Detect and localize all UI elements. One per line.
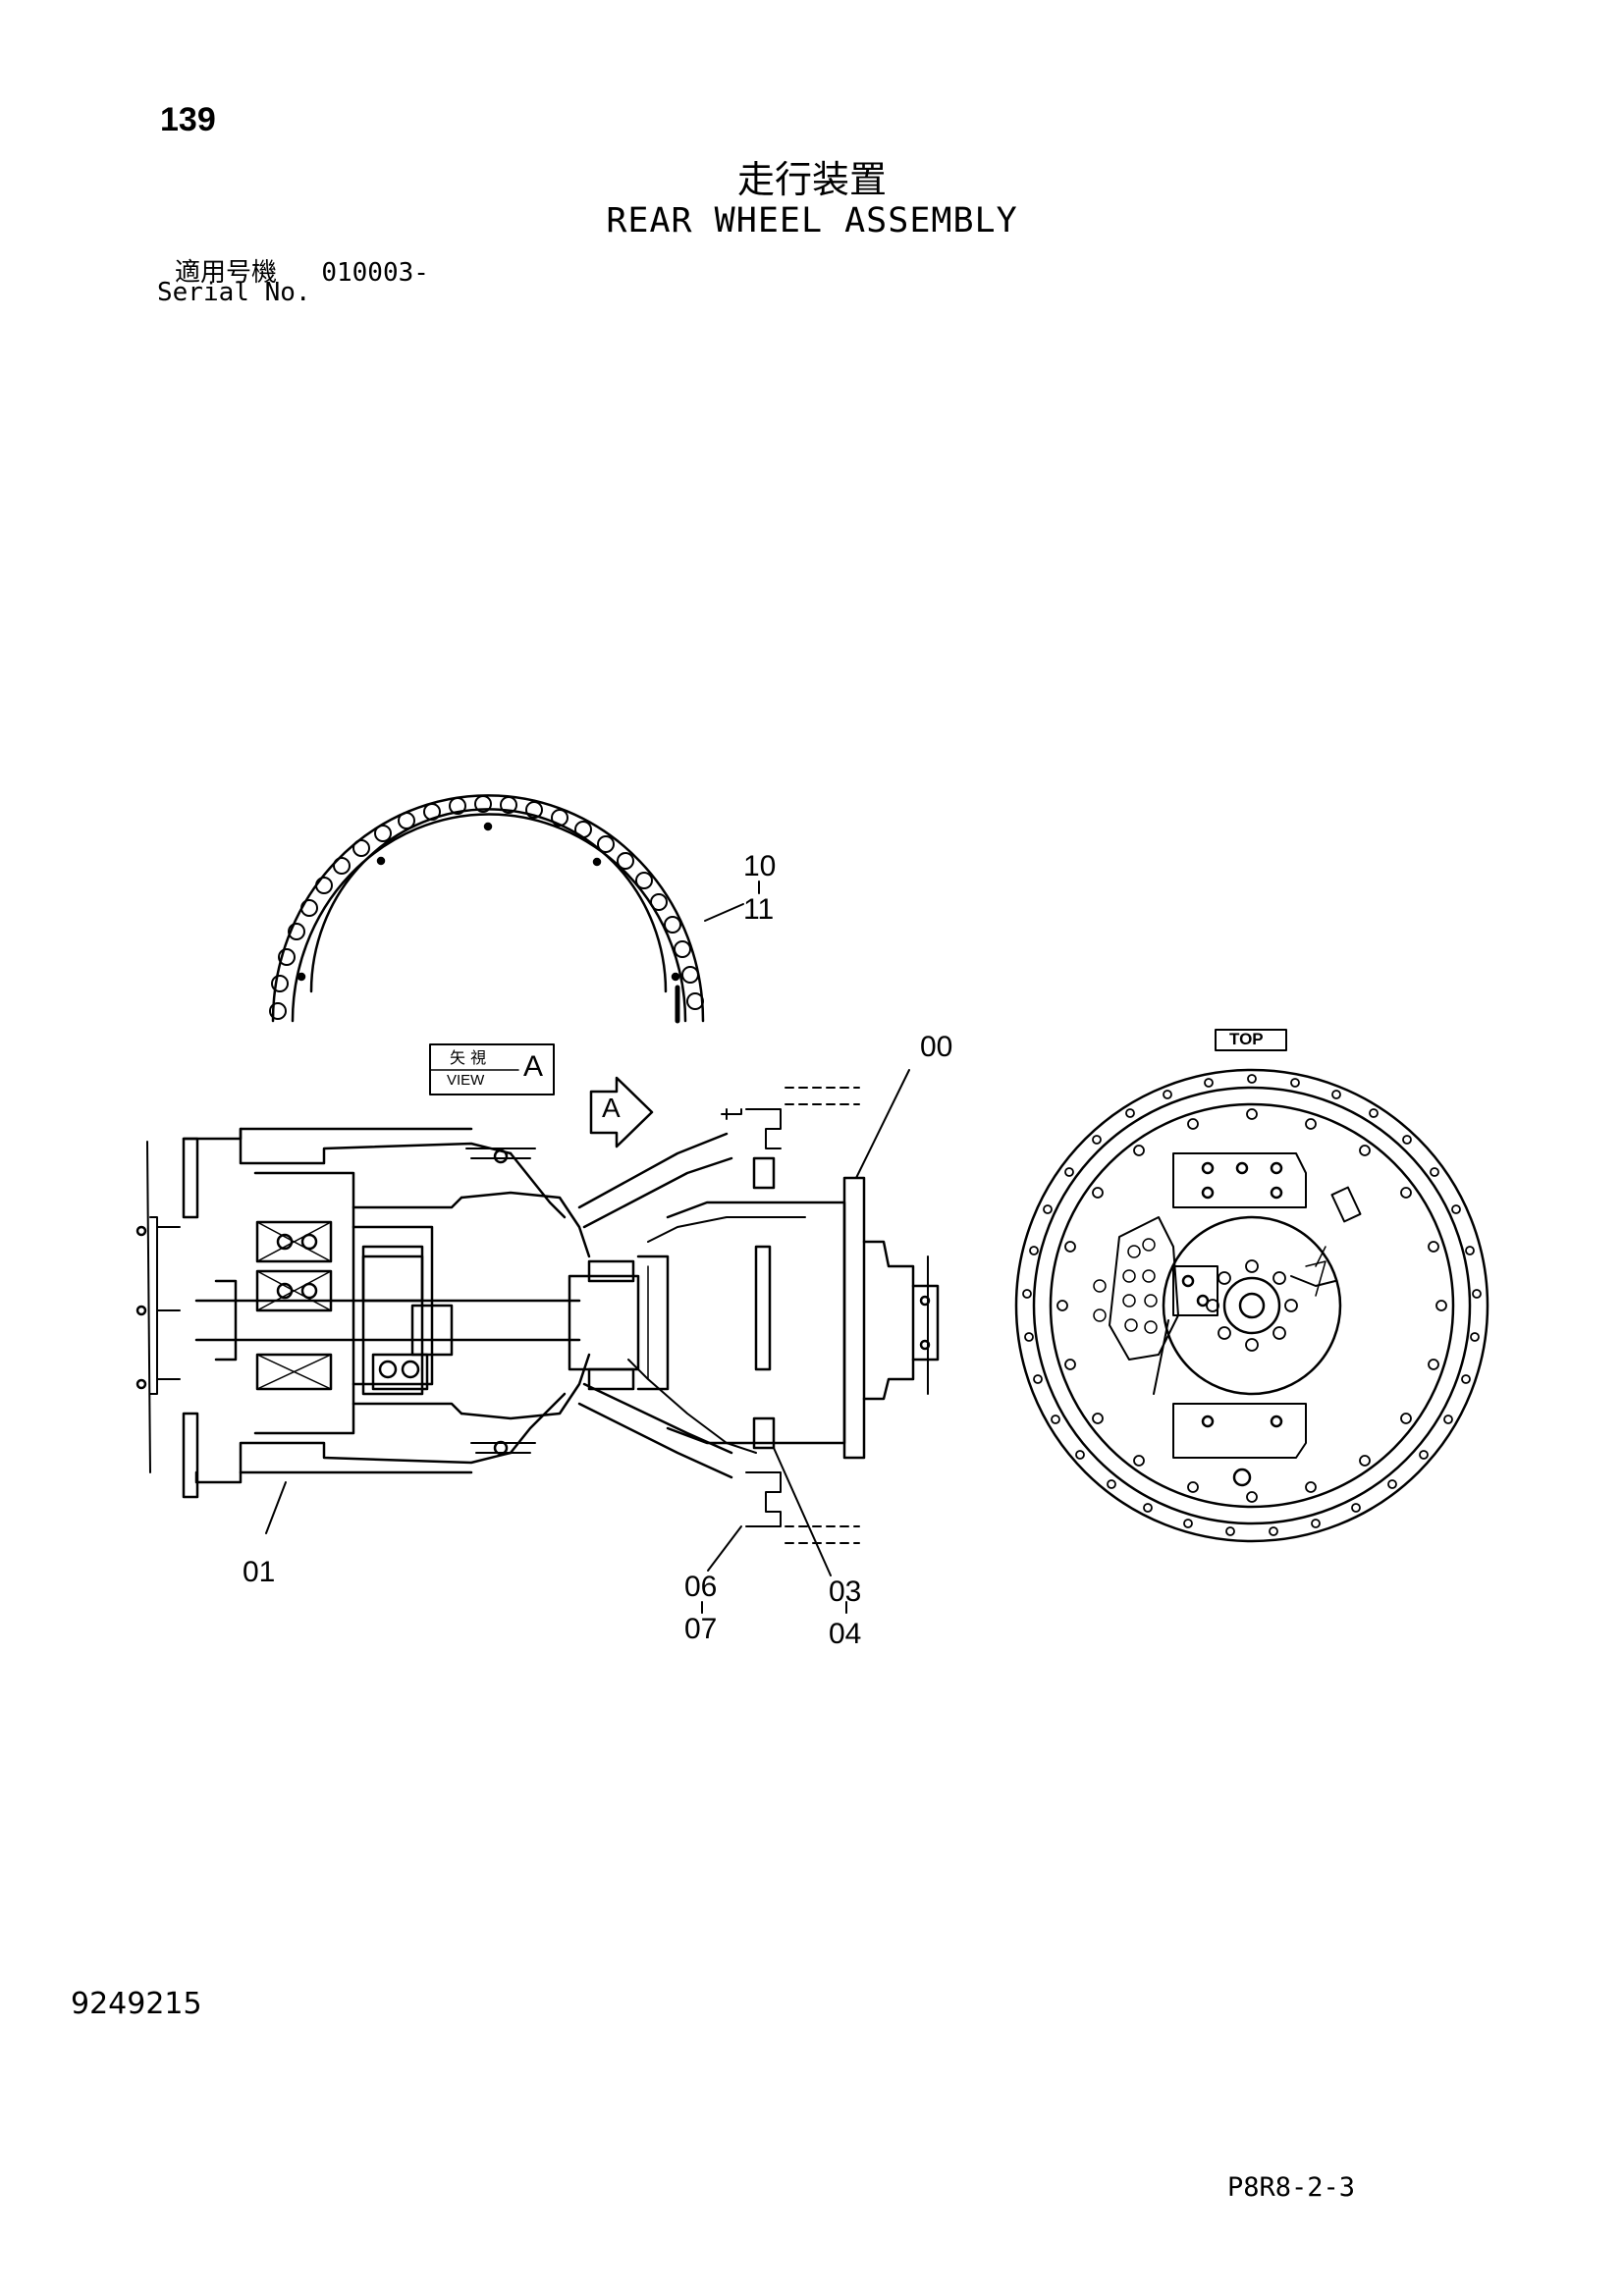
view-box-english: VIEW (447, 1072, 485, 1089)
callout-03: 03 (829, 1575, 862, 1608)
callout-04: 04 (829, 1618, 862, 1650)
title-japanese: 走行装置 (736, 158, 887, 201)
serial-label-english: Serial No. (157, 278, 311, 307)
callout-11: 11 (743, 893, 775, 926)
serial-label-japanese: 適用号機 (175, 258, 278, 288)
callout-07: 07 (684, 1613, 718, 1645)
callout-01: 01 (243, 1556, 276, 1588)
callout-06: 06 (684, 1571, 718, 1603)
document-number: 9249215 (71, 1987, 202, 2021)
top-label: TOP (1229, 1030, 1264, 1048)
page-code: P8R8-2-3 (1227, 2172, 1356, 2203)
serial-line-japanese: 適用号機 010003- (175, 252, 429, 289)
face-view (1014, 1068, 1489, 1543)
callout-00: 00 (920, 1031, 953, 1063)
view-arrow-letter: A (602, 1093, 621, 1123)
view-a-label-box (429, 1043, 555, 1095)
callout-10: 10 (743, 850, 777, 882)
title-english: REAR WHEEL ASSEMBLY (606, 201, 1018, 240)
page-number: 139 (160, 101, 216, 138)
view-box-letter: A (523, 1050, 544, 1083)
bolt-ring-segment (269, 794, 705, 1024)
cross-section-view (135, 1087, 940, 1544)
serial-value: 010003- (321, 258, 429, 288)
view-box-japanese: 矢 視 (450, 1048, 487, 1067)
view-arrow-icon (589, 1076, 654, 1148)
